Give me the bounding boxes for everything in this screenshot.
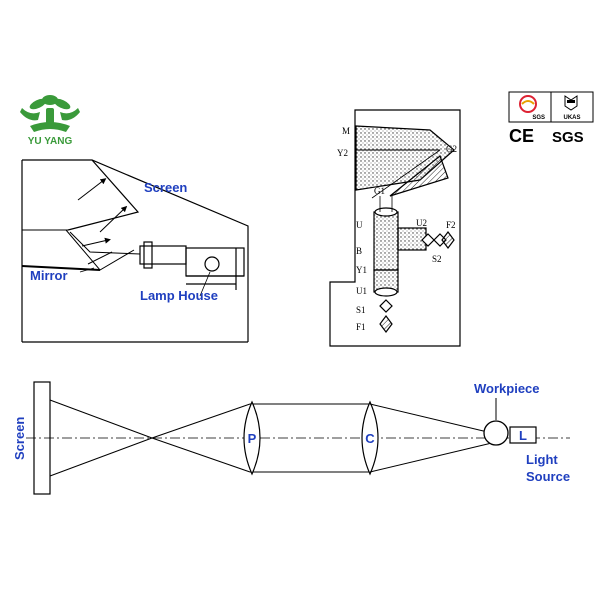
lamp-bulb-icon — [204, 256, 220, 272]
label-source: Source — [526, 469, 570, 484]
label-u: U — [356, 220, 363, 230]
plant-logo-icon — [20, 95, 80, 132]
optical-schematic — [329, 109, 461, 347]
label-lamp-house: Lamp House — [140, 288, 218, 303]
lens-p — [243, 400, 261, 476]
screen-frame — [67, 159, 140, 231]
lens-s1 — [379, 299, 393, 313]
optical-column-upper — [373, 211, 399, 271]
lamp-house-box — [185, 247, 245, 277]
label-light: Light — [526, 452, 558, 467]
label-s2: S2 — [432, 254, 442, 264]
label-s1: S1 — [356, 305, 366, 315]
ray-diagram — [26, 381, 570, 495]
schematic-frame — [329, 109, 461, 347]
filter-f2 — [441, 231, 455, 249]
ukas-badge-label: UKAS — [563, 115, 580, 121]
brand-logo: YU YANG — [20, 95, 80, 147]
label-y2: Y2 — [337, 148, 348, 158]
label-g1: G1 — [374, 186, 385, 196]
label-u1: U1 — [356, 286, 367, 296]
label-u2: U2 — [416, 218, 427, 228]
brand-name: YU YANG — [28, 136, 73, 147]
ukas-badge-icon: UKAS — [563, 95, 581, 121]
lens-u2 — [421, 233, 435, 247]
label-lamp-l: L — [519, 428, 527, 443]
lens-tube — [139, 245, 187, 265]
projector-cross-section — [21, 159, 249, 343]
ray-diagram-labels: Screen P C Workpiece L Light Source — [12, 381, 570, 484]
label-lens-p: P — [248, 431, 257, 446]
lens-u1 — [374, 287, 398, 297]
label-y1: Y1 — [356, 265, 367, 275]
label-mirror: Mirror — [30, 268, 68, 283]
sgs-badge-icon: SGS — [519, 95, 545, 121]
workpiece-circle — [483, 420, 509, 446]
ce-mark: CE — [509, 126, 534, 146]
mirror-element — [21, 265, 101, 271]
label-g2: G2 — [446, 144, 457, 154]
housing-top-outline — [22, 159, 249, 236]
label-workpiece: Workpiece — [474, 381, 540, 396]
mirror-g2 — [389, 155, 449, 197]
label-f1: F1 — [356, 322, 366, 332]
label-f2: F2 — [446, 220, 456, 230]
side-branch — [397, 227, 427, 251]
sgs-badge-label: SGS — [532, 115, 545, 121]
lens-u — [374, 207, 398, 217]
lens-c — [361, 400, 379, 476]
schematic-labels: M Y2 G2 G1 U U2 F2 B S2 Y1 U1 S1 F1 — [337, 126, 457, 332]
label-screen-top: Screen — [144, 180, 187, 195]
sgs-mark: SGS — [552, 129, 584, 146]
label-m: M — [342, 126, 350, 136]
label-screen-bottom: Screen — [12, 417, 27, 460]
label-lens-c: C — [365, 431, 375, 446]
light-source-box — [509, 426, 537, 444]
label-b: B — [356, 246, 362, 256]
filter-f1 — [379, 315, 393, 333]
certification-badges: SGS UKAS CE SGS — [508, 91, 594, 146]
